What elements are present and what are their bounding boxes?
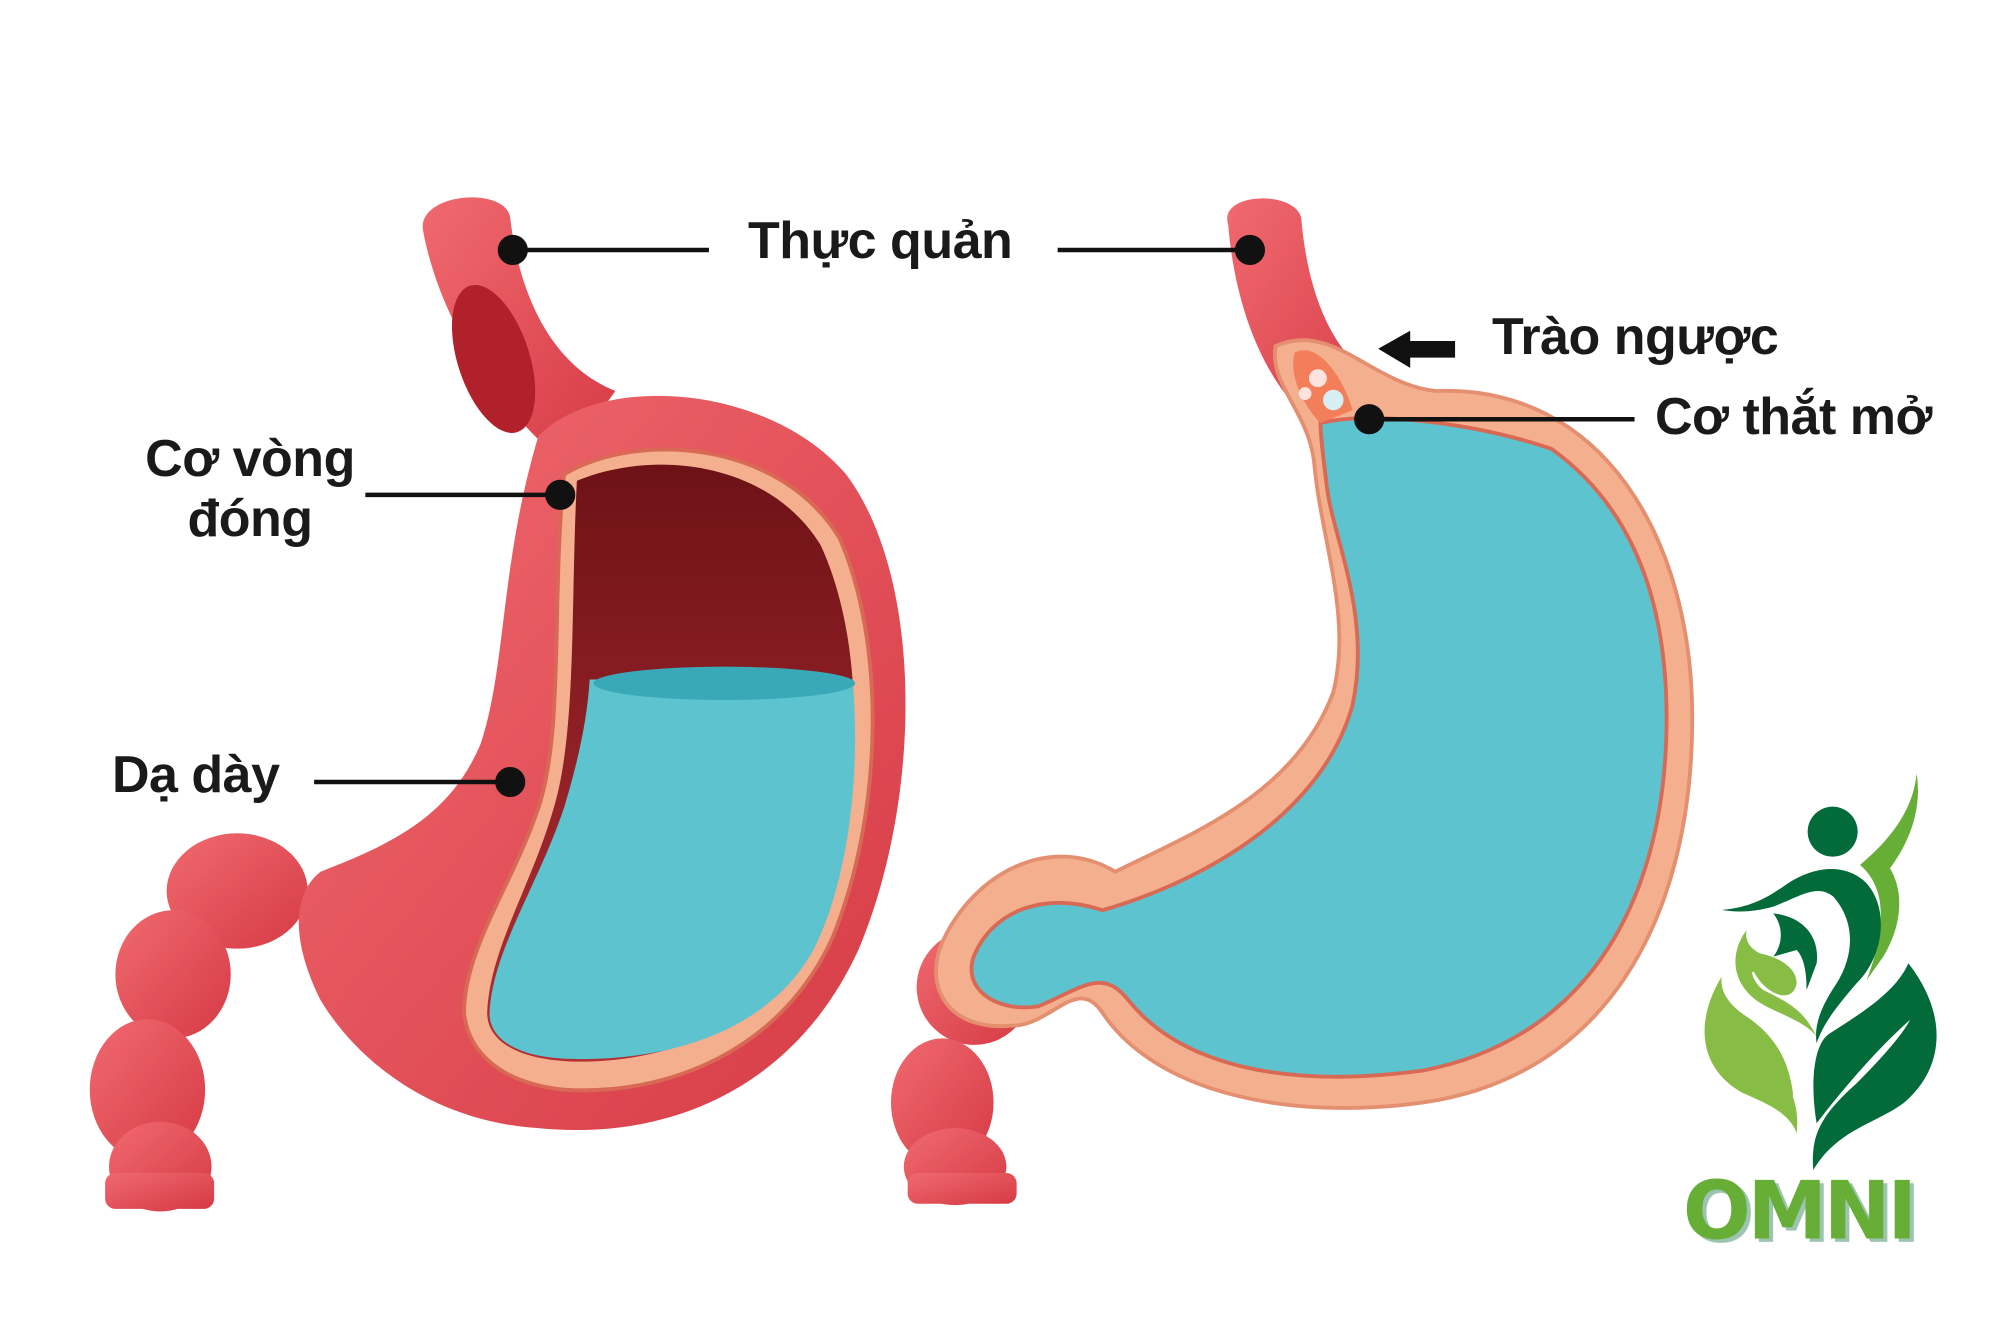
gastric-acid [969,416,1669,1079]
stomach-reflux-illustration [890,198,1695,1206]
pointer-dot [1354,404,1385,435]
pointer-dot [495,766,526,798]
stomach-closed-illustration [89,197,906,1212]
reflux-arrow-icon [1378,330,1456,368]
leader-lines [314,234,1635,798]
label-sphincter-closed-line2: đóng [187,489,313,548]
label-reflux: Trào ngược [1492,308,1779,366]
gastric-acid [489,679,856,1060]
logo-wordmark: OMNI [1683,1164,1914,1257]
label-stomach: Dạ dày [112,746,280,804]
omni-logo: OMNI [1683,773,1937,1257]
label-sphincter-open: Cơ thắt mở [1655,388,1932,446]
label-sphincter-closed: Cơ vòng đóng [130,430,370,550]
reflux-bubble [1298,387,1312,400]
pointer-dot [497,234,528,266]
pointer-dot [1234,234,1266,266]
label-sphincter-closed-line1: Cơ vòng [145,430,355,488]
label-esophagus: Thực quản [748,212,1013,270]
reflux-bubble [1323,389,1344,411]
pointer-dot [545,479,576,510]
duodenum [89,833,308,1212]
reflux-bubble [1308,369,1327,388]
